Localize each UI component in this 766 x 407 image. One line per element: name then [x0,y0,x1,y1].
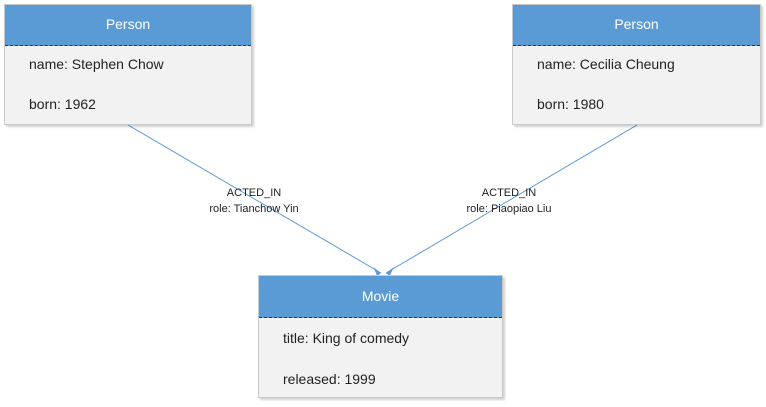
node-property-released: released: 1999 [283,371,376,387]
person-node-stephen-chow[interactable]: Person name: Stephen Chow born: 1962 [4,4,252,125]
movie-node-king-of-comedy[interactable]: Movie title: King of comedy released: 19… [258,275,503,398]
node-property-born: born: 1962 [29,96,96,112]
edge-role-label: role: Tianchow Yin [209,203,299,215]
node-header: Movie [259,276,502,318]
edge-type-label: ACTED_IN [226,187,282,199]
edge-label-left: ACTED_IN role: Tianchow Yin [174,185,334,217]
node-property-born: born: 1980 [537,96,604,112]
arrowhead-icon [386,267,394,276]
node-property-name: name: Cecilia Cheung [537,56,675,72]
node-property-name: name: Stephen Chow [29,56,164,72]
node-property-title: title: King of comedy [283,330,410,346]
edge-role-label: role: Piaopiao Liu [466,203,552,215]
edge-type-label: ACTED_IN [481,187,537,199]
edge-line-cecilia-to-movie [385,124,638,274]
node-header: Person [513,5,760,46]
person-node-cecilia-cheung[interactable]: Person name: Cecilia Cheung born: 1980 [512,4,761,125]
edge-label-right: ACTED_IN role: Piaopiao Liu [429,185,589,217]
arrowhead-icon [373,267,381,276]
node-header: Person [5,5,251,46]
edge-line-stephen-to-movie [127,124,382,274]
